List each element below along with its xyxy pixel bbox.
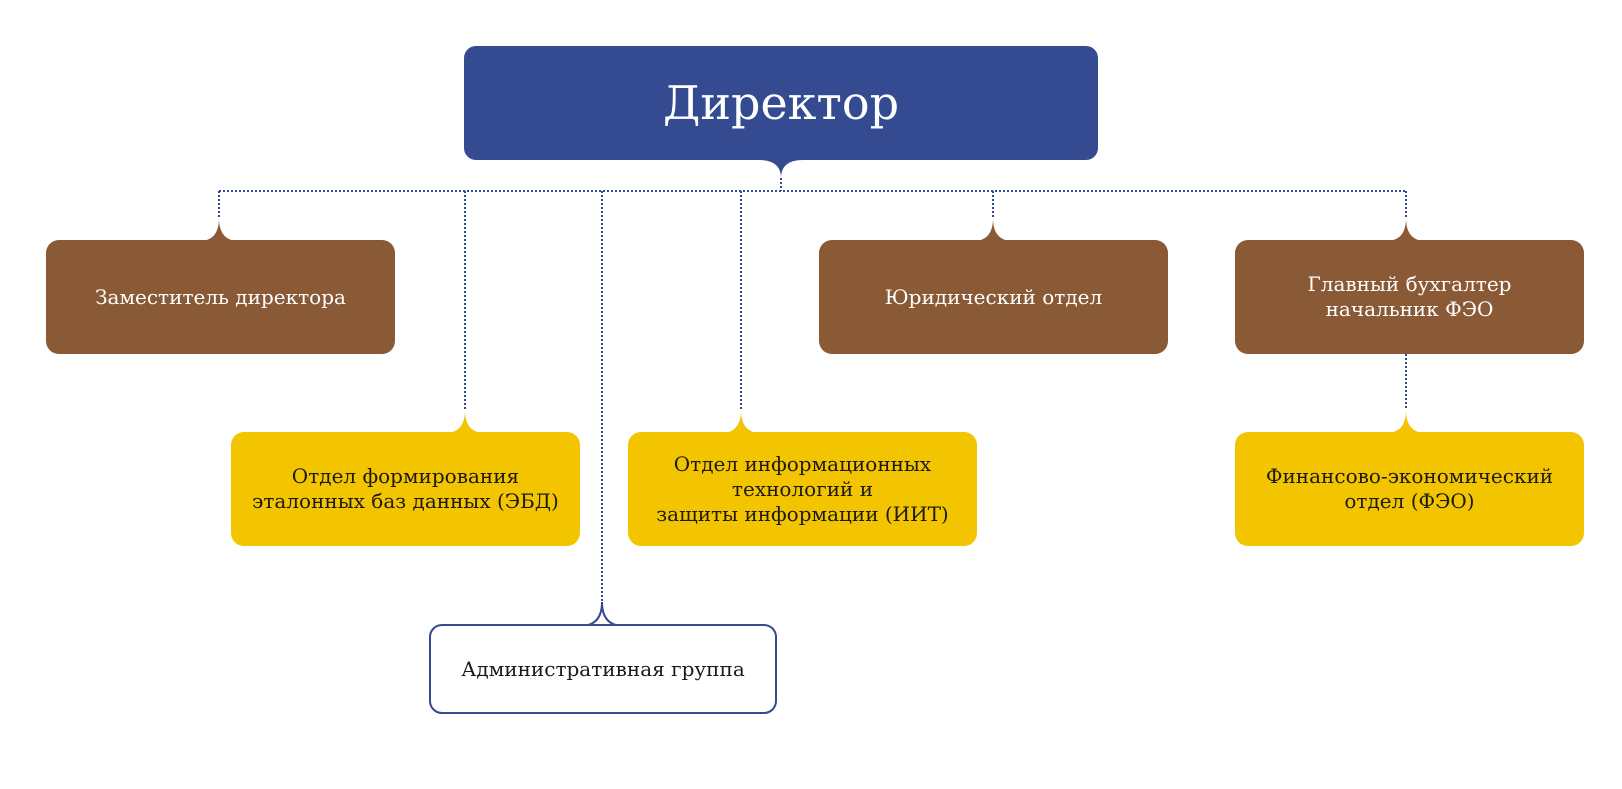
feo-department-box: Финансово-экономический отдел (ФЭО) [1235, 432, 1584, 546]
feo-department-label: Финансово-экономический отдел (ФЭО) [1265, 464, 1554, 513]
iit-department-box: Отдел информационных технологий и защиты… [628, 432, 977, 546]
deputy-notch [199, 218, 239, 241]
iit-notch [721, 410, 761, 433]
ebd-department-box: Отдел формирования эталонных баз данных … [231, 432, 580, 546]
admin-group-box: Административная группа [429, 624, 777, 714]
iit-department-label: Отдел информационных технологий и защиты… [656, 451, 949, 526]
ebd-notch [445, 410, 485, 433]
chief-accountant-box: Главный бухгалтер начальник ФЭО [1235, 240, 1584, 354]
legal-notch [973, 218, 1013, 241]
chief-accountant-label: Главный бухгалтер начальник ФЭО [1307, 272, 1512, 321]
deputy-director-box: Заместитель директора [46, 240, 395, 354]
director-box: Директор [464, 46, 1098, 160]
deputy-director-label: Заместитель директора [95, 284, 346, 309]
admin-notch [579, 601, 625, 627]
director-label: Директор [662, 76, 900, 130]
legal-department-box: Юридический отдел [819, 240, 1168, 354]
director-notch [759, 160, 803, 178]
admin-group-label: Административная группа [461, 656, 745, 681]
legal-department-label: Юридический отдел [884, 284, 1103, 309]
ebd-department-label: Отдел формирования эталонных баз данных … [252, 464, 559, 513]
feo-notch [1386, 410, 1426, 433]
chief-notch [1386, 218, 1426, 241]
